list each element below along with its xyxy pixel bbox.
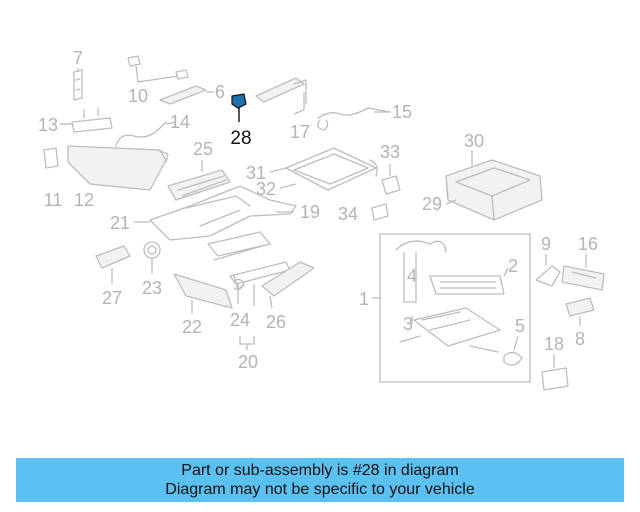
callout-9: 9: [541, 234, 551, 254]
callout-26: 26: [266, 312, 286, 332]
callout-25: 25: [193, 139, 213, 159]
callout-17: 17: [290, 122, 310, 142]
part-24: [233, 278, 245, 290]
part-22: [173, 273, 233, 314]
part-6: [159, 85, 214, 105]
part-33: [381, 164, 401, 195]
callout-7: 7: [73, 48, 83, 68]
part-17: [255, 77, 307, 115]
part-16: [561, 254, 605, 291]
part-11: [43, 147, 59, 169]
callout-12: 12: [74, 190, 94, 210]
part-21-19-frame: [134, 185, 297, 241]
callout-4: 4: [407, 266, 417, 286]
callout-31: 31: [246, 163, 266, 183]
callout-33: 33: [380, 142, 400, 162]
callout-27: 27: [102, 288, 122, 308]
callout-14: 14: [170, 112, 190, 132]
callout-2: 2: [508, 256, 518, 276]
part-15: [317, 107, 391, 131]
part-8: [565, 297, 595, 326]
callout-1: 1: [359, 289, 369, 309]
callout-24: 24: [230, 310, 250, 330]
callout-6: 6: [215, 82, 225, 102]
callout-8: 8: [575, 329, 585, 349]
part-7: [73, 68, 83, 101]
callout-16: 16: [578, 234, 598, 254]
part-28: [231, 93, 247, 122]
callout-3: 3: [403, 314, 413, 334]
callout-10: 10: [128, 86, 148, 106]
part-23: [143, 241, 161, 274]
callout-32: 32: [256, 179, 276, 199]
part-25: [167, 160, 231, 201]
part-14: [115, 121, 177, 147]
callout-29: 29: [422, 194, 442, 214]
callout-22: 22: [182, 317, 202, 337]
part-9: [535, 254, 561, 287]
part-18: [541, 354, 569, 391]
part-31-32-frame: [269, 147, 378, 191]
callout-5: 5: [515, 316, 525, 336]
part-27: [95, 245, 131, 284]
part-13: [60, 107, 113, 133]
callout-20: 20: [238, 352, 258, 372]
callout-13: 13: [38, 115, 58, 135]
part-10: [127, 55, 189, 83]
part-34: [371, 203, 389, 221]
callout-23: 23: [142, 278, 162, 298]
callout-28: 28: [230, 128, 251, 149]
banner-line-1: Part or sub-assembly is #28 in diagram: [181, 462, 459, 479]
callout-11: 11: [44, 190, 63, 210]
callout-30: 30: [464, 131, 484, 151]
inset-box: [372, 233, 531, 383]
banner-line-2: Diagram may not be specific to your vehi…: [165, 481, 475, 498]
part-rails: [207, 231, 315, 350]
callout-21: 21: [110, 213, 130, 233]
callout-18: 18: [544, 334, 564, 354]
callout-34: 34: [338, 204, 358, 224]
callout-15: 15: [392, 102, 412, 122]
callout-19: 19: [300, 202, 320, 222]
part-12: [67, 145, 169, 191]
part-30-29-cushion: [445, 150, 543, 221]
info-banner: Part or sub-assembly is #28 in diagram D…: [16, 458, 624, 502]
